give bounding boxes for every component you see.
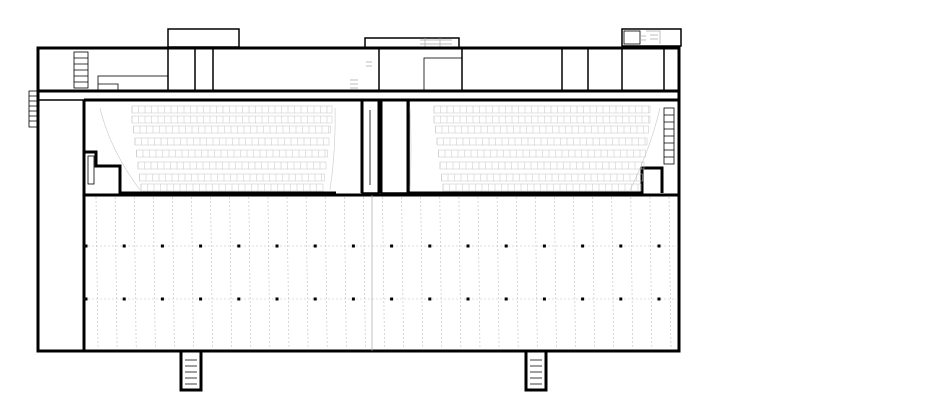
structural-column — [237, 244, 241, 248]
seating-row — [131, 115, 333, 124]
seating-row — [139, 173, 325, 182]
hall-bay-line — [668, 196, 672, 350]
hall-bay-line — [496, 196, 500, 350]
seating-row — [438, 149, 646, 158]
service-band — [36, 35, 681, 101]
hall-bay-line — [248, 196, 252, 350]
hall-bay-line — [515, 196, 519, 350]
hall-bay-line — [229, 196, 232, 350]
hall-bay-line — [363, 196, 366, 350]
structural-column — [657, 244, 661, 248]
structural-column — [275, 297, 279, 301]
hall-bay-line — [554, 196, 557, 350]
structural-column — [122, 297, 126, 301]
hall-bay-line — [458, 196, 462, 350]
hall-bay-line — [344, 196, 347, 350]
structural-column — [466, 244, 470, 248]
auditorium-left — [84, 99, 381, 195]
structural-column — [160, 297, 164, 301]
hall-bay-line — [630, 196, 634, 350]
seating-row — [441, 173, 643, 182]
seating-row — [439, 161, 645, 170]
structural-column — [390, 244, 394, 248]
roof-volumes — [167, 28, 682, 49]
hall-bay-line — [114, 196, 118, 350]
structural-column — [428, 244, 432, 248]
structural-column — [160, 244, 164, 248]
structural-column — [428, 297, 432, 301]
structural-column — [84, 297, 88, 301]
structural-column — [275, 244, 279, 248]
auditorium-right — [379, 99, 675, 195]
structural-column — [351, 244, 355, 248]
hall-bay-line — [95, 196, 99, 350]
structural-column — [504, 297, 508, 301]
structural-column — [466, 297, 470, 301]
hall-bay-line — [401, 196, 404, 350]
bottom-stair-left — [179, 349, 203, 392]
bottom-stair-right — [524, 349, 548, 392]
hall-bay-line — [267, 196, 271, 350]
hall-bay-line — [420, 196, 423, 350]
structural-column — [199, 244, 203, 248]
hall-bay-line — [324, 196, 328, 350]
seating-row — [133, 125, 331, 134]
structural-column — [313, 297, 317, 301]
hall-bay-line — [592, 196, 595, 350]
hall-bay-line — [649, 196, 653, 350]
hall-bay-line — [573, 196, 576, 350]
seating-row — [435, 125, 649, 134]
hall-bay-line — [153, 196, 156, 350]
hall-bay-line — [133, 196, 137, 350]
structural-column — [542, 244, 546, 248]
hall-bay-line — [191, 196, 194, 350]
structural-column — [313, 244, 317, 248]
structural-column — [581, 244, 585, 248]
structural-column — [122, 244, 126, 248]
hall-bay-line — [439, 196, 443, 350]
seating-row — [137, 161, 327, 170]
structural-column — [84, 244, 88, 248]
structural-column — [581, 297, 585, 301]
structural-column — [351, 297, 355, 301]
seating-row — [131, 105, 333, 114]
hall-bay-line — [382, 196, 385, 350]
hall-bay-line — [535, 196, 538, 350]
hall-bay-line — [477, 196, 481, 350]
structural-column — [390, 297, 394, 301]
main-envelope — [36, 91, 681, 353]
hall-bay-line — [611, 196, 614, 350]
main-hall — [84, 195, 679, 351]
seating-row — [442, 183, 642, 192]
structural-column — [619, 244, 623, 248]
structural-column — [542, 297, 546, 301]
seating-row — [436, 137, 648, 146]
structural-column — [504, 244, 508, 248]
structural-column — [237, 297, 241, 301]
structural-column — [619, 297, 623, 301]
hall-bay-line — [172, 196, 175, 350]
hall-bay-line — [210, 196, 213, 350]
seating-row — [134, 137, 330, 146]
structural-column — [199, 297, 203, 301]
hall-bay-line — [286, 196, 290, 350]
structural-column — [657, 297, 661, 301]
hall-bay-line — [305, 196, 309, 350]
